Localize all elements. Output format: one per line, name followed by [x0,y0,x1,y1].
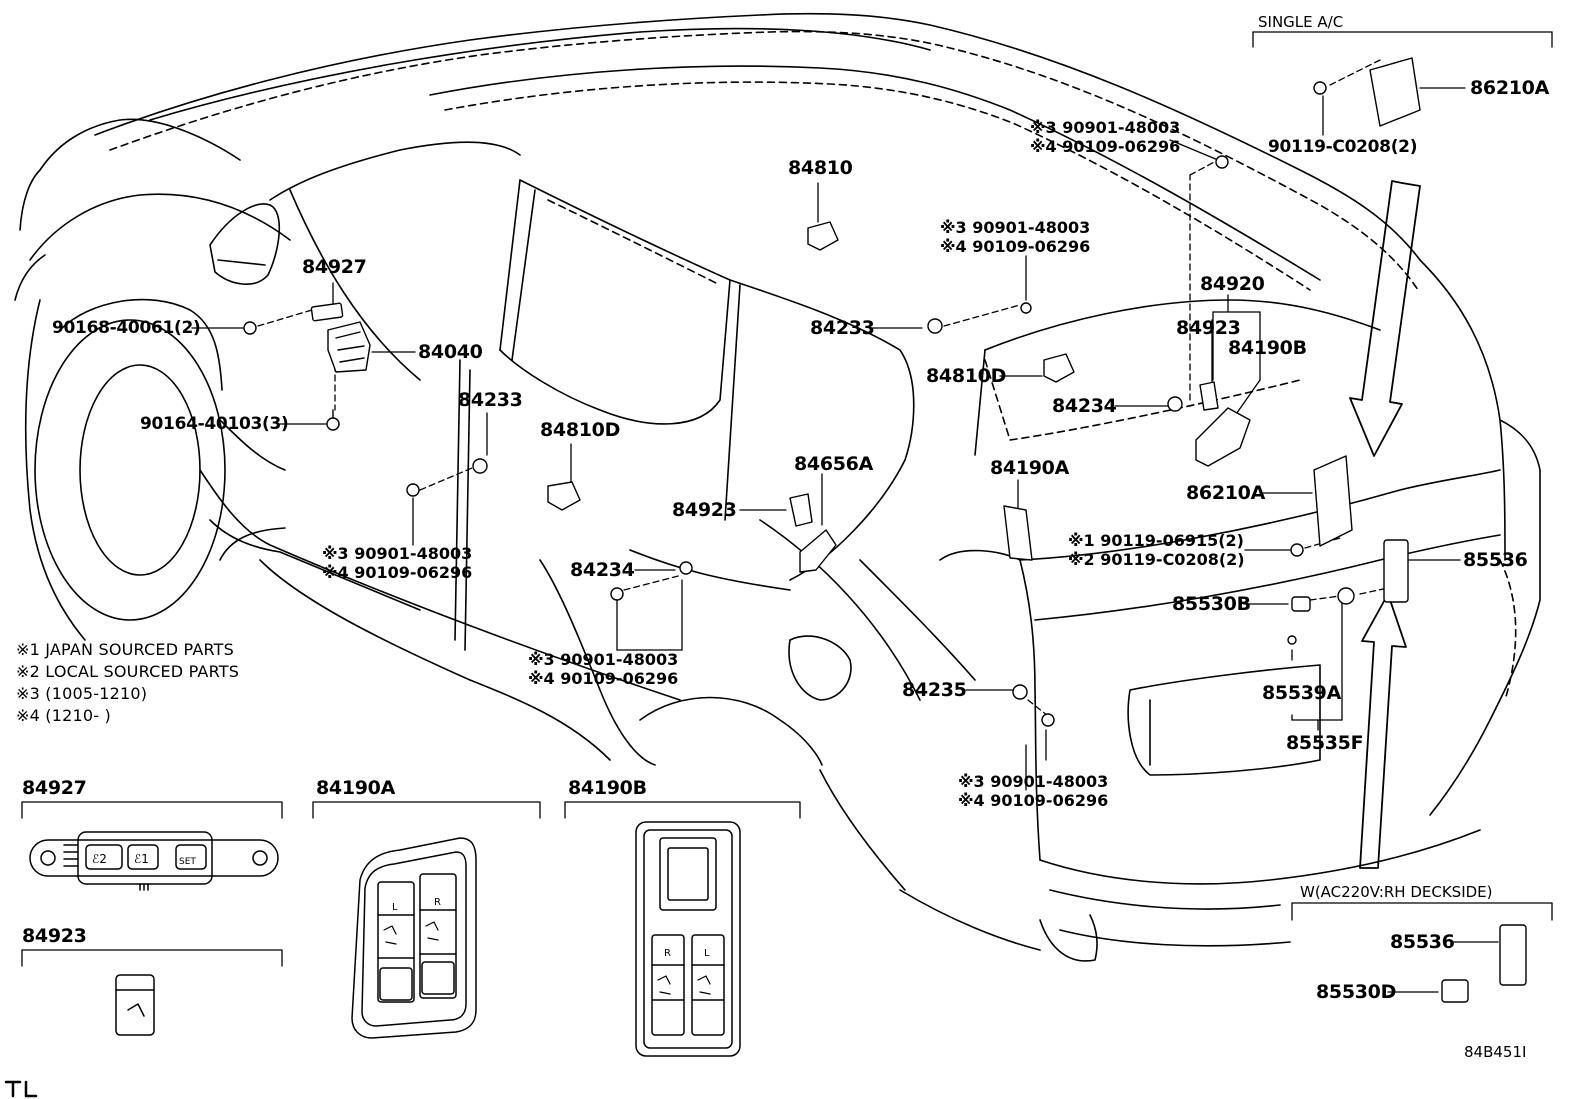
part-label-90164-40103[interactable]: 90164-40103(3) [140,414,289,434]
part-label-84234-right[interactable]: 84234 [1052,395,1117,417]
part-label-85530B[interactable]: 85530B [1172,593,1251,615]
part-label-84810D-left[interactable]: 84810D [540,419,621,441]
vehicle-body [14,12,1541,962]
callout-bottom: ※3 90901-48003 ※4 90109-06296 [958,772,1108,810]
inset-title-84923[interactable]: 84923 [22,925,87,947]
part-label-84927[interactable]: 84927 [302,256,367,278]
callout-mid-top: ※3 90901-48003 ※4 90109-06296 [940,218,1090,256]
part-label-84235[interactable]: 84235 [902,679,967,701]
part-label-86210A-lower[interactable]: 86210A [1186,482,1266,504]
callout-line[interactable]: ※4 90109-06296 [322,563,473,582]
inset-84927-button-2: ℰ1 [134,852,149,866]
part-label-86210A-top[interactable]: 86210A [1470,77,1550,99]
part-label-85536-upper[interactable]: 85536 [1463,549,1528,571]
inset-84190B-label-r: R [664,948,671,959]
callout-line[interactable]: ※4 90109-06296 [958,791,1109,810]
part-label-85535F[interactable]: 85535F [1286,732,1364,754]
inset-frames [21,801,801,967]
callout-japan-local: ※1 90119-06915(2) ※2 90119-C0208(2) [1068,531,1245,569]
callout-line[interactable]: ※3 90901-48003 [322,544,473,563]
inset-84190B-label-l: L [704,948,710,959]
part-label-84040[interactable]: 84040 [418,341,483,363]
part-label-85530D[interactable]: 85530D [1316,981,1397,1003]
leader-lines [191,31,1553,993]
part-label-84810[interactable]: 84810 [788,157,853,179]
direction-arrows [1349,180,1421,869]
inset-84190A-label-l: L [392,902,398,913]
inset-84927-drawing [29,831,279,891]
inset-84190A-drawing [351,837,477,1039]
note-line: ※4 (1210- ) [16,706,111,725]
callout-center: ※3 90901-48003 ※4 90109-06296 [528,650,678,688]
page-corner-mark [4,1080,38,1098]
inset-84190A-label-r: R [434,897,441,908]
seat-pictograms [383,921,711,995]
callout-line[interactable]: ※1 90119-06915(2) [1068,531,1244,550]
inset-title-84190A[interactable]: 84190A [316,777,396,799]
small-parts [243,57,1527,1003]
note-line: ※2 LOCAL SOURCED PARTS [16,662,240,681]
inset-title-84927[interactable]: 84927 [22,777,87,799]
part-label-90168-40061[interactable]: 90168-40061(2) [52,318,201,338]
part-label-84233-mid[interactable]: 84233 [810,317,875,339]
callout-line[interactable]: ※3 90901-48003 [1030,118,1181,137]
arrow-down [1349,180,1421,457]
inset-84190B-drawing [635,821,741,1057]
variant-label-ac220v: W(AC220V:RH DECKSIDE) [1300,883,1493,901]
arrow-up [1359,593,1407,869]
note-line: ※3 (1005-1210) [16,684,148,703]
inset-title-84190B[interactable]: 84190B [568,777,647,799]
callout-line[interactable]: ※4 90109-06296 [528,669,679,688]
callout-line[interactable]: ※2 90119-C0208(2) [1068,550,1245,569]
callout-line[interactable]: ※3 90901-48003 [940,218,1091,237]
notes-legend: ※1 JAPAN SOURCED PARTS ※2 LOCAL SOURCED … [16,640,239,725]
note-line: ※1 JAPAN SOURCED PARTS [16,640,235,659]
inset-84923-drawing [115,974,155,1036]
callout-line[interactable]: ※3 90901-48003 [958,772,1109,791]
part-label-84656A[interactable]: 84656A [794,453,874,475]
part-label-84923-right[interactable]: 84923 [1176,317,1241,339]
part-label-84234-left[interactable]: 84234 [570,559,635,581]
part-label-84810D-right[interactable]: 84810D [926,365,1007,387]
callout-top-right: ※3 90901-48003 ※4 90109-06296 [1030,118,1180,156]
part-label-85539A[interactable]: 85539A [1262,682,1342,704]
variant-label-single-ac: SINGLE A/C [1258,13,1344,31]
part-label-84190B[interactable]: 84190B [1228,337,1307,359]
part-label-84920[interactable]: 84920 [1200,273,1265,295]
callout-line[interactable]: ※4 90109-06296 [940,237,1091,256]
callout-line[interactable]: ※4 90109-06296 [1030,137,1181,156]
diagram-code: 84B451I [1464,1043,1527,1061]
callout-line[interactable]: ※3 90901-48003 [528,650,679,669]
part-label-85536-lower[interactable]: 85536 [1390,931,1455,953]
part-label-90119-C0208[interactable]: 90119-C0208(2) [1268,137,1418,157]
part-label-84233-left[interactable]: 84233 [458,389,523,411]
callout-left: ※3 90901-48003 ※4 90109-06296 [322,544,472,582]
part-label-84190A[interactable]: 84190A [990,457,1070,479]
inset-84927-button-set: SET [179,857,196,867]
part-label-84923-left[interactable]: 84923 [672,499,737,521]
inset-84927-button-1: ℰ2 [92,852,107,866]
